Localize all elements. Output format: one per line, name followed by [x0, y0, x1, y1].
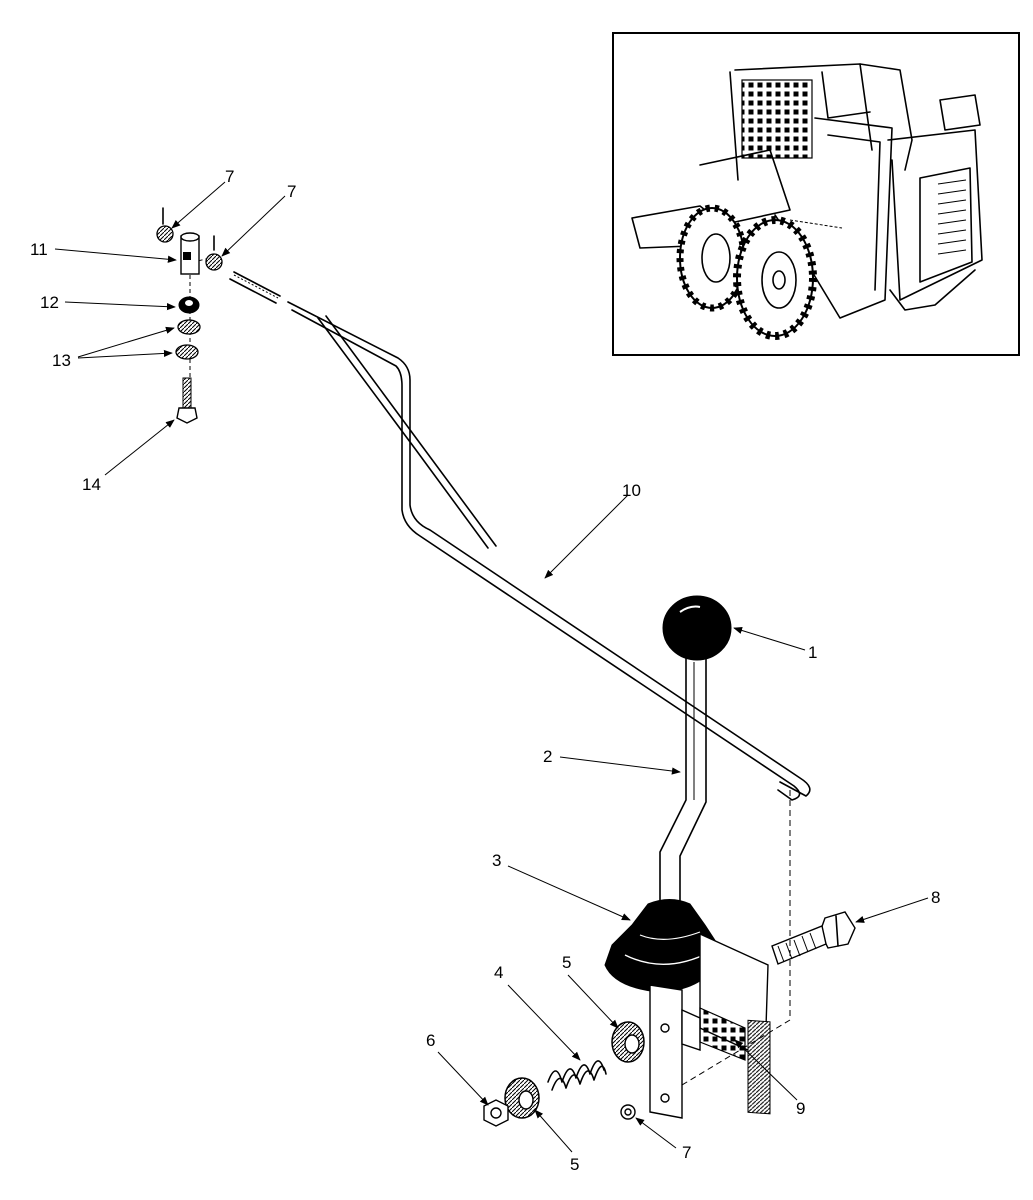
front-tire	[733, 216, 817, 340]
callout-4: 4	[494, 963, 503, 982]
leader-13-b	[77, 349, 173, 359]
linkage-rod	[229, 271, 811, 801]
leader-6	[437, 1051, 489, 1106]
leader-3	[507, 865, 631, 921]
shift-knob	[662, 595, 732, 661]
rear-screen-grille	[741, 79, 813, 159]
leader-14	[104, 419, 175, 476]
callout-7-lower: 7	[682, 1143, 691, 1162]
pivot-11	[180, 232, 200, 275]
leader-7-lower	[635, 1117, 677, 1149]
hidden-alignment-line	[681, 790, 791, 1086]
washer-13-lower	[175, 344, 199, 360]
leader-5-lower	[534, 1109, 573, 1153]
callout-11: 11	[30, 240, 48, 259]
callout-8: 8	[931, 888, 940, 907]
shift-boot	[604, 899, 719, 993]
callout-2: 2	[543, 747, 552, 766]
leader-1	[733, 626, 806, 651]
callout-1: 1	[808, 643, 817, 662]
leader-7-left	[171, 181, 226, 229]
leader-11	[54, 248, 177, 263]
bolt-8	[771, 911, 856, 965]
callout-3: 3	[492, 851, 501, 870]
callout-5-upper: 5	[562, 953, 571, 972]
screw-and-nut-7-left	[156, 207, 174, 243]
leader-7-right	[221, 195, 286, 257]
leader-12	[64, 301, 176, 311]
callout-12: 12	[40, 293, 59, 312]
leader-5-upper	[567, 974, 619, 1029]
leader-10	[544, 494, 629, 579]
callout-9: 9	[796, 1099, 805, 1118]
leader-4	[507, 984, 581, 1061]
screw-and-nut-7-right	[205, 235, 223, 271]
callout-7-left: 7	[225, 167, 234, 186]
body-louvers	[937, 179, 967, 255]
callout-10: 10	[622, 481, 641, 500]
washer-13-upper	[177, 319, 201, 335]
detent-disc-lower	[504, 1077, 540, 1119]
leader-2	[559, 756, 681, 775]
detent-disc-upper	[611, 1021, 645, 1063]
bushing-12	[178, 296, 200, 314]
leader-8	[855, 897, 929, 923]
callout-6: 6	[426, 1031, 435, 1050]
callout-14: 14	[82, 475, 101, 494]
shift-lever	[659, 657, 707, 906]
inset-loader-view	[612, 32, 1020, 356]
skid-steer-loader-illustration	[631, 63, 983, 340]
rear-tire	[676, 204, 748, 312]
leader-9	[734, 1039, 798, 1101]
callout-numbers: 1 2 3 4 5 5 6 7 7 7 8 9 10 11 12 13 14	[30, 167, 940, 1174]
leader-13-a	[77, 326, 175, 358]
spring-4	[547, 1060, 607, 1091]
callout-7-right: 7	[287, 182, 296, 201]
inset-frame	[612, 32, 1020, 356]
callout-13: 13	[52, 351, 71, 370]
callout-5-lower: 5	[570, 1155, 579, 1174]
bolt-14	[176, 377, 198, 424]
hex-nut-6	[483, 1099, 509, 1127]
nut-7-lower	[620, 1104, 636, 1120]
leader-lines	[54, 181, 929, 1153]
pad-texture	[747, 1019, 771, 1115]
detent-pad	[699, 1007, 746, 1061]
